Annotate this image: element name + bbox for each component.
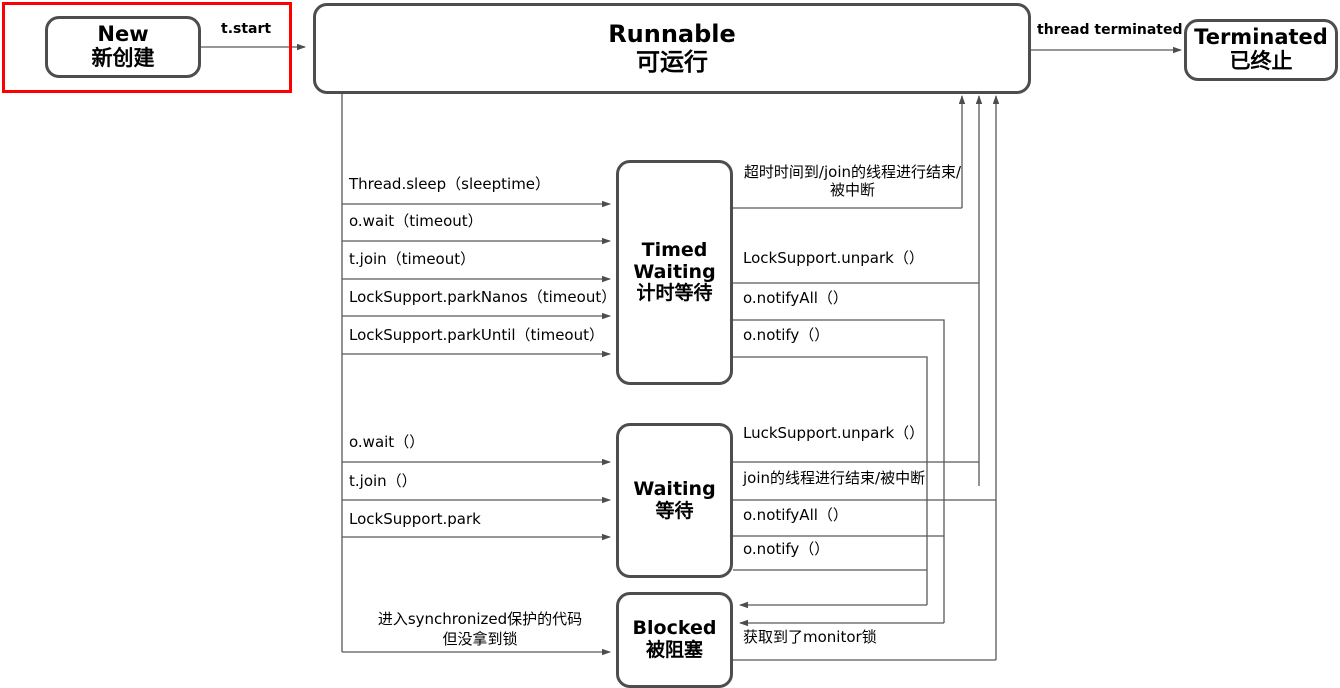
state-box-blocked[interactable]: Blocked 被阻塞 <box>616 592 733 688</box>
transition-label-timeout-reached: 超时时间到/join的线程进行结束/被中断 <box>743 163 962 200</box>
state-timed-waiting-label-en1: Timed <box>641 239 708 262</box>
transition-label-t-join: t.join（） <box>349 472 417 490</box>
state-box-waiting[interactable]: Waiting 等待 <box>616 423 733 578</box>
state-box-terminated[interactable]: Terminated 已终止 <box>1184 19 1338 81</box>
state-new-label-zh: 新创建 <box>91 46 155 70</box>
transition-label-acquired-monitor: 获取到了monitor锁 <box>743 628 877 646</box>
state-timed-waiting-label-en2: Waiting <box>633 260 716 283</box>
transition-label-thread-terminated: thread terminated <box>1037 22 1183 38</box>
state-terminated-label-en: Terminated <box>1194 25 1328 50</box>
transition-label-o-notifyall-timed: o.notifyAll（） <box>743 289 848 307</box>
state-waiting-label-zh: 等待 <box>655 499 694 522</box>
state-box-new[interactable]: New 新创建 <box>45 16 201 78</box>
state-terminated-label-zh: 已终止 <box>1229 49 1293 73</box>
transition-label-enter-synchronized-line2: 但没拿到锁 <box>442 630 518 648</box>
state-blocked-label-en: Blocked <box>632 617 717 640</box>
transition-label-locksupport-park: LockSupport.park <box>349 510 481 528</box>
transition-label-t-start: t.start <box>221 21 272 37</box>
state-runnable-label-en: Runnable <box>608 20 736 49</box>
transition-label-locksupport-unpark: LockSupport.unpark（） <box>743 249 924 267</box>
state-box-timed-waiting[interactable]: Timed Waiting 计时等待 <box>616 160 733 385</box>
state-blocked-label-zh: 被阻塞 <box>645 639 703 661</box>
transition-label-o-notify-timed: o.notify（） <box>743 326 830 344</box>
transition-label-thread-sleep: Thread.sleep（sleeptime） <box>349 175 551 193</box>
transition-label-o-wait: o.wait（） <box>349 433 425 451</box>
state-new-label-en: New <box>97 22 149 47</box>
transition-label-join-finished: join的线程进行结束/被中断 <box>743 469 926 487</box>
highlight-frame-new-state <box>2 2 292 93</box>
transition-label-enter-synchronized-line1: 进入synchronized保护的代码 <box>377 610 583 628</box>
state-runnable-label-zh: 可运行 <box>636 47 708 76</box>
transition-label-o-wait-timeout: o.wait（timeout） <box>349 212 483 230</box>
state-waiting-label-en: Waiting <box>633 477 716 500</box>
transition-label-o-notifyall-waiting: o.notifyAll（） <box>743 506 848 524</box>
state-timed-waiting-label-zh: 计时等待 <box>636 282 713 305</box>
transition-label-parkuntil: LockSupport.parkUntil（timeout） <box>349 326 604 344</box>
state-box-runnable[interactable]: Runnable 可运行 <box>313 3 1031 94</box>
transition-label-t-join-timeout: t.join（timeout） <box>349 250 476 268</box>
transition-label-parknanos: LockSupport.parkNanos（timeout） <box>349 288 617 306</box>
transition-label-o-notify-waiting: o.notify（） <box>743 540 830 558</box>
transition-label-lucksupport-unpark: LuckSupport.unpark（） <box>743 424 925 442</box>
